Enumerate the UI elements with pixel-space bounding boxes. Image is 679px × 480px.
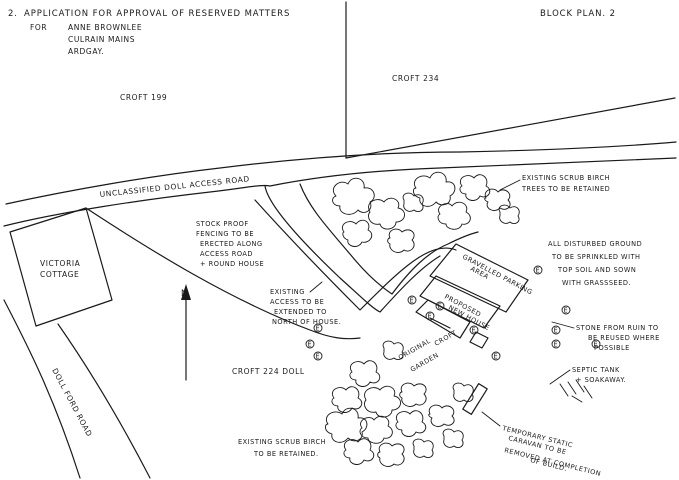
- svg-text:NORTH OF HOUSE.: NORTH OF HOUSE.: [272, 318, 341, 326]
- applicant-name: ANNE BROWNLEE: [68, 23, 142, 32]
- note-stone-from-ruin: STONE FROM RUIN TO BE REUSED WHERE POSSI…: [576, 324, 660, 352]
- tree-marker: E: [305, 339, 315, 349]
- svg-text:E: E: [554, 327, 559, 335]
- scrub-birch-north: [332, 171, 520, 253]
- title-line: APPLICATION FOR APPROVAL OF RESERVED MAT…: [24, 9, 290, 19]
- tree-marker: E: [425, 311, 435, 321]
- tree-marker: E: [469, 325, 479, 335]
- access-road-north-edge: [5, 141, 677, 205]
- svg-text:E: E: [308, 341, 313, 349]
- svg-text:E: E: [428, 313, 433, 321]
- tree-marker: E: [561, 305, 571, 315]
- label-doll-ford-road: DOLL FORD ROAD: [50, 367, 94, 439]
- svg-text:SEPTIC TANK: SEPTIC TANK: [572, 366, 620, 374]
- leader-septic-tank: [549, 369, 571, 385]
- access-track-east-edge: [299, 183, 479, 295]
- leader-stone-from-ruin: [551, 321, 575, 329]
- svg-text:ACCESS TO BE: ACCESS TO BE: [270, 298, 324, 306]
- svg-text:E: E: [536, 267, 541, 275]
- tree-marker: E: [551, 325, 561, 335]
- svg-text:EXISTING SCRUB BIRCH: EXISTING SCRUB BIRCH: [522, 174, 610, 182]
- svg-text:POSSIBLE: POSSIBLE: [594, 344, 630, 352]
- access-road-south-edge: [3, 157, 677, 227]
- tree-marker: E: [313, 351, 323, 361]
- svg-text:EXISTING SCRUB BIRCH: EXISTING SCRUB BIRCH: [238, 438, 326, 446]
- svg-text:STONE FROM RUIN TO: STONE FROM RUIN TO: [576, 324, 659, 332]
- svg-text:EXISTING: EXISTING: [270, 288, 305, 296]
- label-victoria: VICTORIA: [40, 259, 81, 268]
- proposed-house-outline: [419, 275, 501, 329]
- existing-ruin-walls: [415, 299, 489, 349]
- tree-marker: E: [533, 265, 543, 275]
- tree-marker: E: [591, 339, 601, 349]
- victoria-cottage-boundary: [9, 207, 113, 327]
- svg-text:+ SOAKAWAY.: + SOAKAWAY.: [576, 376, 626, 384]
- svg-text:EXTENDED TO: EXTENDED TO: [274, 308, 327, 316]
- svg-text:TREES TO BE RETAINED: TREES TO BE RETAINED: [521, 185, 610, 193]
- note-septic-tank: SEPTIC TANK + SOAKAWAY.: [572, 366, 626, 384]
- tree-marker: E: [407, 295, 417, 305]
- note-temporary-caravan: TEMPORARY STATIC CARAVAN TO BE REMOVED A…: [501, 424, 602, 478]
- leader-temporary-caravan: [481, 411, 501, 427]
- scrub-birch-south: [324, 340, 474, 467]
- temporary-caravan: [462, 383, 488, 415]
- label-croft-224-doll: CROFT 224 DOLL: [232, 367, 305, 376]
- note-scrub-birch-bottom: EXISTING SCRUB BIRCH TO BE RETAINED.: [238, 438, 326, 458]
- address-line-1: CULRAIN MAINS: [68, 35, 135, 44]
- svg-text:E: E: [554, 341, 559, 349]
- tree-marker: E: [313, 323, 323, 333]
- note-disturbed-ground: ALL DISTURBED GROUND TO BE SPRINKLED WIT…: [548, 240, 642, 287]
- gravelled-parking-area: [429, 243, 529, 313]
- svg-text:E: E: [472, 327, 477, 335]
- svg-text:E: E: [494, 353, 499, 361]
- note-existing-access: EXISTING ACCESS TO BE EXTENDED TO NORTH …: [270, 288, 341, 326]
- tree-marker: E: [491, 351, 501, 361]
- label-cottage: COTTAGE: [40, 270, 79, 279]
- septic-soakaway-hatching: [559, 379, 593, 403]
- label-access-road: UNCLASSIFIED DOLL ACCESS ROAD: [99, 174, 250, 199]
- title-for: FOR: [30, 23, 47, 32]
- fence-line-north: [254, 199, 457, 311]
- tree-marker: E: [551, 339, 561, 349]
- title-number: 2.: [8, 9, 18, 19]
- svg-text:TO BE SPRINKLED WITH: TO BE SPRINKLED WITH: [551, 253, 641, 261]
- tree-marker: E: [435, 301, 445, 311]
- north-arrow-head: [181, 284, 191, 300]
- svg-text:BE REUSED WHERE: BE REUSED WHERE: [588, 334, 660, 342]
- label-croft-234: CROFT 234: [392, 74, 439, 83]
- svg-text:ERECTED ALONG: ERECTED ALONG: [200, 240, 263, 248]
- svg-text:E: E: [316, 353, 321, 361]
- svg-text:ALL DISTURBED GROUND: ALL DISTURBED GROUND: [548, 240, 642, 248]
- svg-text:WITH GRASSSEED.: WITH GRASSSEED.: [562, 279, 631, 287]
- note-stock-proof: STOCK PROOF FENCING TO BE ERECTED ALONG …: [196, 220, 264, 268]
- address-line-2: ARDGAY.: [68, 47, 104, 56]
- svg-text:+ ROUND HOUSE: + ROUND HOUSE: [200, 260, 264, 268]
- label-garden: GARDEN: [409, 351, 440, 374]
- fence-line-west: [85, 207, 361, 340]
- svg-text:E: E: [594, 341, 599, 349]
- doll-ford-road-east-edge: [57, 323, 151, 479]
- doll-ford-road-west-edge: [3, 299, 81, 479]
- croft-boundary-top-right: [345, 97, 676, 159]
- svg-text:TO BE RETAINED.: TO BE RETAINED.: [253, 450, 319, 458]
- note-scrub-birch-top: EXISTING SCRUB BIRCH TREES TO BE RETAINE…: [521, 174, 610, 193]
- svg-text:STOCK PROOF: STOCK PROOF: [196, 220, 249, 228]
- access-track-west-edge: [264, 185, 441, 313]
- north-arrow-label: N: [181, 289, 188, 299]
- label-croft: CROFT: [433, 328, 459, 347]
- sheet-label: BLOCK PLAN. 2: [540, 9, 616, 19]
- svg-text:FENCING TO BE: FENCING TO BE: [196, 230, 254, 238]
- svg-text:E: E: [410, 297, 415, 305]
- svg-text:TOP SOIL AND SOWN: TOP SOIL AND SOWN: [557, 266, 636, 274]
- svg-text:ACCESS ROAD: ACCESS ROAD: [200, 250, 253, 258]
- leader-scrub-birch-top: [499, 179, 521, 191]
- label-gravelled-parking: GRAVELLED PARKING: [461, 253, 534, 297]
- tree-markers: E E E E E E E E E E E E E: [305, 265, 601, 361]
- leader-existing-access: [309, 281, 323, 293]
- svg-text:E: E: [316, 325, 321, 333]
- svg-text:E: E: [438, 303, 443, 311]
- svg-text:E: E: [564, 307, 569, 315]
- label-croft-199: CROFT 199: [120, 93, 167, 102]
